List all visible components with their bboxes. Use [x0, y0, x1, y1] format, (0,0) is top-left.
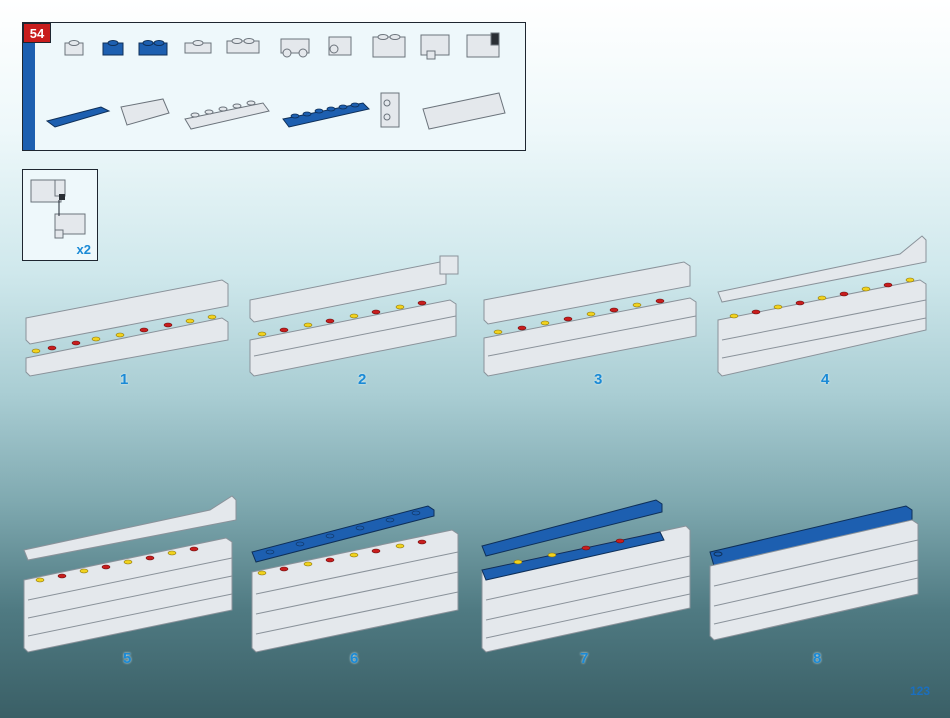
step-label: 6 — [350, 650, 358, 667]
step-label: 3 — [594, 371, 602, 388]
step-label: 5 — [123, 650, 131, 667]
step-label: 2 — [358, 371, 366, 388]
step-label: 4 — [821, 371, 829, 388]
step-5-illustration — [24, 496, 236, 652]
step-label: 1 — [120, 371, 128, 388]
step-1-illustration — [26, 280, 228, 376]
step-8-illustration — [710, 506, 918, 640]
step-label: 8 — [813, 650, 821, 667]
step-7-illustration — [482, 500, 690, 652]
step-3-illustration — [484, 262, 696, 376]
step-4-illustration — [718, 236, 926, 376]
page-number: 123 — [910, 684, 930, 698]
step-2-illustration — [250, 256, 458, 376]
step-6-illustration — [252, 506, 458, 652]
step-label: 7 — [580, 650, 588, 667]
